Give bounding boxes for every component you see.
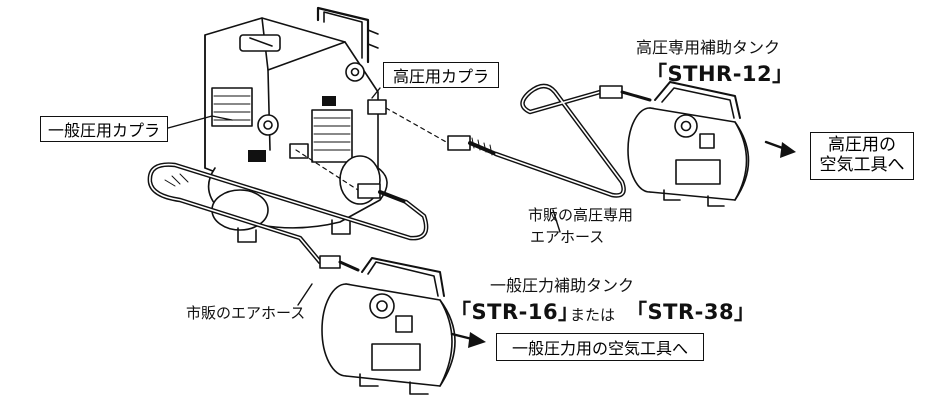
high-tank-title: 高圧専用補助タンク <box>636 38 781 57</box>
general-coupler-label-box: 一般圧用カプラ <box>40 116 168 142</box>
general-tank-title: 一般圧力補助タンク <box>490 276 635 295</box>
high-pressure-tank-illustration <box>627 81 796 207</box>
high-tank-model: 「STHR-12」 <box>646 62 794 86</box>
high-hose-line2: エアホース <box>530 228 605 246</box>
high-pressure-hose <box>385 83 652 198</box>
leader-lines <box>167 87 561 306</box>
general-tank-model-b: 「STR-38」 <box>626 300 756 324</box>
high-tool-line1: 高圧用の <box>828 135 896 156</box>
general-pressure-tank-illustration <box>321 257 486 395</box>
general-tool-label: 一般圧力用の空気工具へ <box>511 339 688 358</box>
general-tool-label-box: 一般圧力用の空気工具へ <box>496 333 704 361</box>
general-coupler-label: 一般圧用カプラ <box>47 121 160 140</box>
general-pressure-hose <box>147 149 429 272</box>
high-coupler-label-box: 高圧用カプラ <box>383 62 499 88</box>
high-tool-label-box: 高圧用の 空気工具へ <box>810 132 914 180</box>
general-hose-label: 市販のエアホース <box>186 304 306 322</box>
high-hose-line1: 市販の高圧専用 <box>528 206 634 224</box>
compressor-illustration <box>204 6 388 243</box>
high-coupler-label: 高圧用カプラ <box>392 67 489 86</box>
general-tank-model-a: 「STR-16」 <box>450 300 580 324</box>
high-tool-line2: 空気工具へ <box>819 155 905 175</box>
general-tank-or: または <box>570 306 616 324</box>
